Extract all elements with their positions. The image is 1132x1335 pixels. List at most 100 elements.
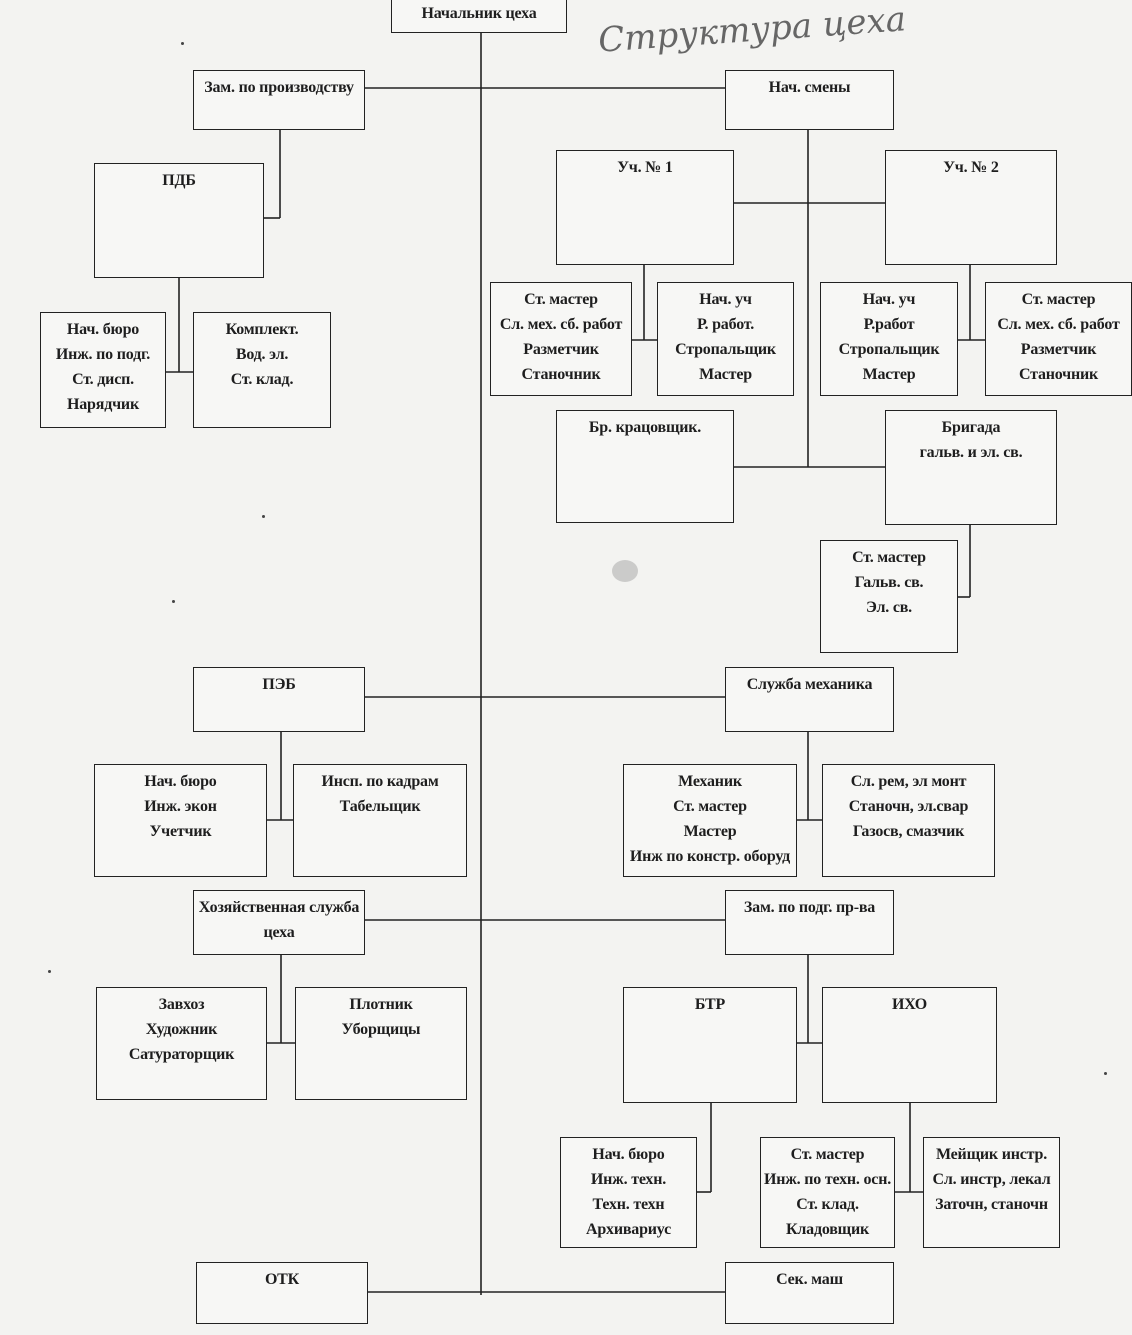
box-line: Разметчик — [523, 341, 599, 358]
scan-speck — [172, 600, 175, 603]
box-line: Хозяйственная служба — [198, 899, 360, 916]
scan-speck — [181, 42, 184, 45]
box-line: Вод. эл. — [235, 346, 289, 363]
scan-speck — [48, 970, 51, 973]
box-line: Бр. крацовщик. — [588, 419, 702, 436]
box-line: Кладовщик — [785, 1221, 870, 1238]
box-deputy-production: Зам. по производству — [193, 70, 365, 130]
box-line: Бригада — [941, 419, 1001, 436]
box-line: Плотник — [349, 996, 413, 1013]
box-line: Табельщик — [339, 798, 421, 815]
box-line: ОТК — [264, 1271, 300, 1288]
box-line: Ст. дисп. — [72, 371, 134, 388]
box-line: Стропальщик — [838, 341, 940, 358]
box-line: ПЭБ — [262, 676, 296, 693]
box-line: Начальник цеха — [421, 5, 537, 22]
box-line: Сл. инстр, лекал — [932, 1171, 1051, 1188]
box-line: Комплект. — [225, 321, 299, 338]
box-line: Сл. мех. сб. работ — [997, 316, 1120, 333]
box-line: Инж по констр. оборуд — [629, 848, 791, 865]
box-line: Уч. № 1 — [617, 159, 673, 176]
box-line: Ст. мастер — [790, 1146, 865, 1163]
box-line: Ст. клад. — [796, 1196, 859, 1213]
box-line: Нач. уч — [699, 291, 752, 308]
box-line: Р. работ. — [696, 316, 755, 333]
scan-speck — [262, 515, 265, 518]
box-line: Сатураторщик — [128, 1046, 235, 1063]
box-line: БТР — [694, 996, 726, 1013]
box-line: Инж. по техн. осн. — [763, 1171, 892, 1188]
box-pdb-right: Комплект. Вод. эл. Ст. клад. — [193, 312, 331, 428]
box-line: Зам. по подг. пр-ва — [743, 899, 876, 916]
box-line: Ст. мастер — [524, 291, 598, 308]
box-line: Мастер — [699, 366, 752, 383]
box-line: Зам. по производству — [204, 79, 354, 96]
box-line: ПДБ — [162, 172, 196, 189]
box-line: Ст. мастер — [852, 549, 926, 566]
box-line: Архивариус — [585, 1221, 672, 1238]
scan-speck — [1104, 1072, 1107, 1075]
box-line: Ст. мастер — [673, 798, 747, 815]
box-line: Инж. экон — [144, 798, 217, 815]
box-line: Завхоз — [158, 996, 205, 1013]
box-line: Художник — [145, 1021, 218, 1038]
box-line: Станочн, эл.свар — [848, 798, 969, 815]
box-head: Начальник цеха — [391, 0, 567, 33]
box-line: Ст. клад. — [230, 371, 294, 388]
box-line: цеха — [263, 924, 295, 941]
box-line: Инсп. по кадрам — [321, 773, 439, 790]
box-line: Мастер — [862, 366, 916, 383]
box-shift-head: Нач. смены — [725, 70, 894, 130]
box-line: Нач. бюро — [66, 321, 140, 338]
box-line: Сек. маш — [776, 1271, 843, 1288]
box-line: Механик — [678, 773, 742, 790]
box-line: Нач. бюро — [592, 1146, 665, 1163]
box-painters-brigade: Бр. крацовщик. — [556, 410, 734, 523]
box-sec-mash: Сек. маш — [725, 1262, 894, 1324]
box-line: Стропальщик — [675, 341, 776, 358]
box-line: Сл. рем, эл монт — [850, 773, 967, 790]
box-line: Р.работ — [863, 316, 915, 333]
box-line: Уборщицы — [341, 1021, 421, 1038]
box-iho: ИХО — [822, 987, 997, 1103]
box-line: Инж. техн. — [590, 1171, 667, 1188]
scan-smudge — [612, 560, 638, 582]
box-line: Нарядчик — [67, 396, 139, 413]
box-line: Техн. техн — [592, 1196, 665, 1213]
box-pdb: ПДБ — [94, 163, 264, 278]
box-line: Учетчик — [149, 823, 212, 840]
box-line: Газосв, смазчик — [852, 823, 965, 840]
box-line: Станочник — [521, 366, 601, 383]
box-peb: ПЭБ — [193, 667, 365, 732]
box-line: Разметчик — [1020, 341, 1097, 358]
box-btr: БТР — [623, 987, 797, 1103]
box-otk: ОТК — [196, 1262, 368, 1324]
box-line: ИХО — [891, 996, 928, 1013]
box-section-1: Уч. № 1 — [556, 150, 734, 265]
box-deputy-prep: Зам. по подг. пр-ва — [725, 890, 894, 955]
box-line: гальв. и эл. св. — [919, 444, 1023, 461]
box-line: Нач. бюро — [144, 773, 217, 790]
box-mech-service: Служба механика — [725, 667, 894, 732]
box-line: Инж. по подг. — [55, 346, 151, 363]
box-line: Гальв. св. — [854, 574, 924, 591]
box-welding-brigade: Бригада гальв. и эл. св. — [885, 410, 1057, 525]
box-line: Станочник — [1018, 366, 1099, 383]
